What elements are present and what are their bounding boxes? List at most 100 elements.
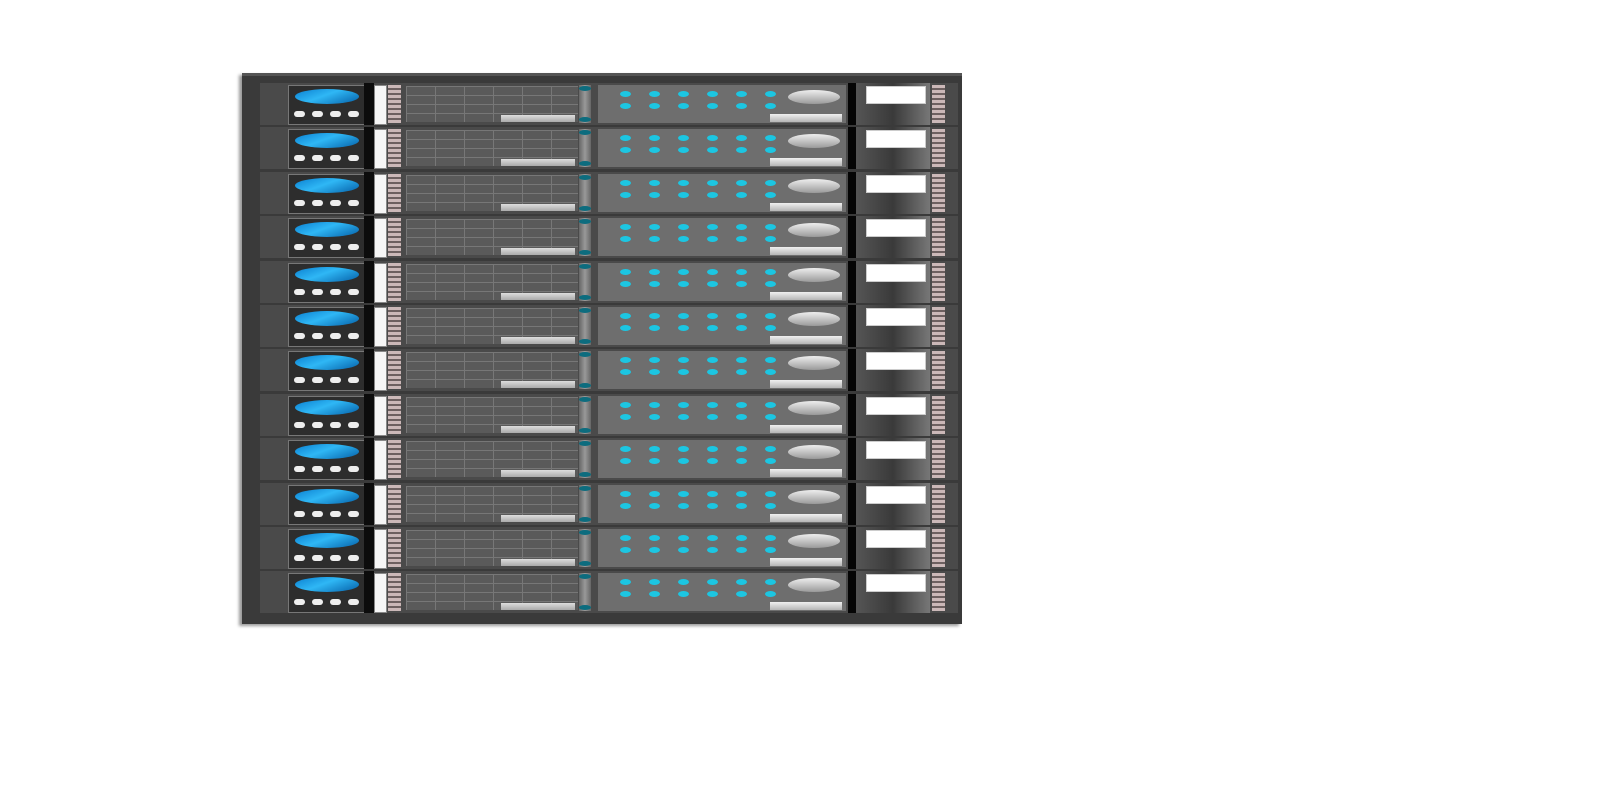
server-unit xyxy=(260,83,958,125)
drive-label xyxy=(770,558,842,566)
bay-window xyxy=(866,308,926,326)
drive-bay xyxy=(856,83,930,125)
drive-bay xyxy=(856,571,930,614)
handle-knob xyxy=(579,339,591,344)
indicator-pill xyxy=(312,155,323,162)
status-led xyxy=(620,490,631,497)
status-led xyxy=(736,502,747,509)
status-led xyxy=(649,191,660,198)
status-led xyxy=(765,547,776,553)
status-led xyxy=(620,147,631,154)
status-led xyxy=(678,446,689,453)
handle-knob xyxy=(579,427,591,433)
black-strip xyxy=(848,527,856,569)
black-strip xyxy=(364,571,374,614)
status-led xyxy=(765,490,776,497)
indicator-pill xyxy=(312,421,323,428)
status-led xyxy=(620,579,631,586)
status-led xyxy=(736,401,747,408)
status-led xyxy=(765,103,776,109)
power-button xyxy=(788,489,840,504)
server-rack xyxy=(242,73,962,624)
status-led xyxy=(678,413,689,420)
status-led xyxy=(736,369,747,376)
drive-label xyxy=(501,248,575,256)
status-led xyxy=(707,458,718,465)
handle-knob xyxy=(579,530,591,535)
status-led xyxy=(707,91,718,97)
status-led xyxy=(736,236,747,243)
indicator-pill xyxy=(348,510,359,517)
status-led xyxy=(736,224,747,231)
status-led xyxy=(620,280,631,287)
status-led xyxy=(678,91,689,97)
connector xyxy=(388,440,401,479)
power-button xyxy=(788,356,840,371)
drive-bay xyxy=(856,305,930,347)
status-led xyxy=(678,179,689,186)
indicator-pill xyxy=(348,199,359,206)
status-panel xyxy=(598,395,846,434)
black-strip xyxy=(364,393,374,436)
status-led xyxy=(620,268,631,275)
status-led xyxy=(765,401,776,408)
drive-label xyxy=(770,336,842,344)
indicator-pill xyxy=(312,333,323,339)
white-bar xyxy=(374,573,387,614)
indicator-pill xyxy=(348,599,359,606)
display-screen xyxy=(295,399,359,415)
drive-label xyxy=(501,159,575,167)
status-panel xyxy=(598,129,846,168)
server-unit xyxy=(260,260,958,303)
indicator-pill xyxy=(294,555,305,561)
connector xyxy=(388,173,401,212)
handle-knob xyxy=(579,472,591,478)
indicator-pill xyxy=(312,377,323,384)
indicator-pill xyxy=(330,288,341,295)
status-led xyxy=(736,191,747,198)
black-strip xyxy=(848,482,856,525)
handle-knob xyxy=(579,130,591,136)
status-led xyxy=(736,535,747,541)
display-screen xyxy=(295,444,359,460)
status-led xyxy=(678,401,689,408)
status-led xyxy=(678,458,689,465)
status-led xyxy=(649,401,660,408)
indicator-pill xyxy=(330,510,341,517)
drive-label xyxy=(501,381,575,389)
black-strip xyxy=(848,438,856,481)
black-strip xyxy=(848,127,856,170)
status-led xyxy=(707,313,718,319)
handle-knob xyxy=(579,294,591,300)
status-panel xyxy=(598,440,846,479)
indicator-pill xyxy=(294,421,305,428)
drive-label xyxy=(501,425,575,433)
status-led xyxy=(649,547,660,553)
power-button xyxy=(788,178,840,193)
status-led xyxy=(649,357,660,364)
display-panel xyxy=(288,573,368,614)
status-led xyxy=(736,91,747,97)
indicator-pill xyxy=(330,111,341,117)
status-led xyxy=(649,103,660,109)
status-led xyxy=(620,325,631,331)
handle-knob xyxy=(579,516,591,522)
handle xyxy=(579,395,591,434)
handle xyxy=(579,173,591,212)
status-led xyxy=(678,591,689,598)
display-panel xyxy=(288,395,368,436)
indicator-pill xyxy=(348,466,359,473)
server-unit xyxy=(260,349,958,392)
indicator-pill xyxy=(312,555,323,561)
connector xyxy=(388,85,401,123)
status-led xyxy=(765,179,776,186)
handle-knob xyxy=(579,561,591,566)
handle xyxy=(579,307,591,345)
display-panel xyxy=(288,173,368,214)
status-led xyxy=(707,446,718,453)
status-led xyxy=(736,147,747,154)
status-led xyxy=(765,268,776,275)
status-led xyxy=(765,591,776,598)
status-led xyxy=(649,369,660,376)
status-led xyxy=(678,280,689,287)
